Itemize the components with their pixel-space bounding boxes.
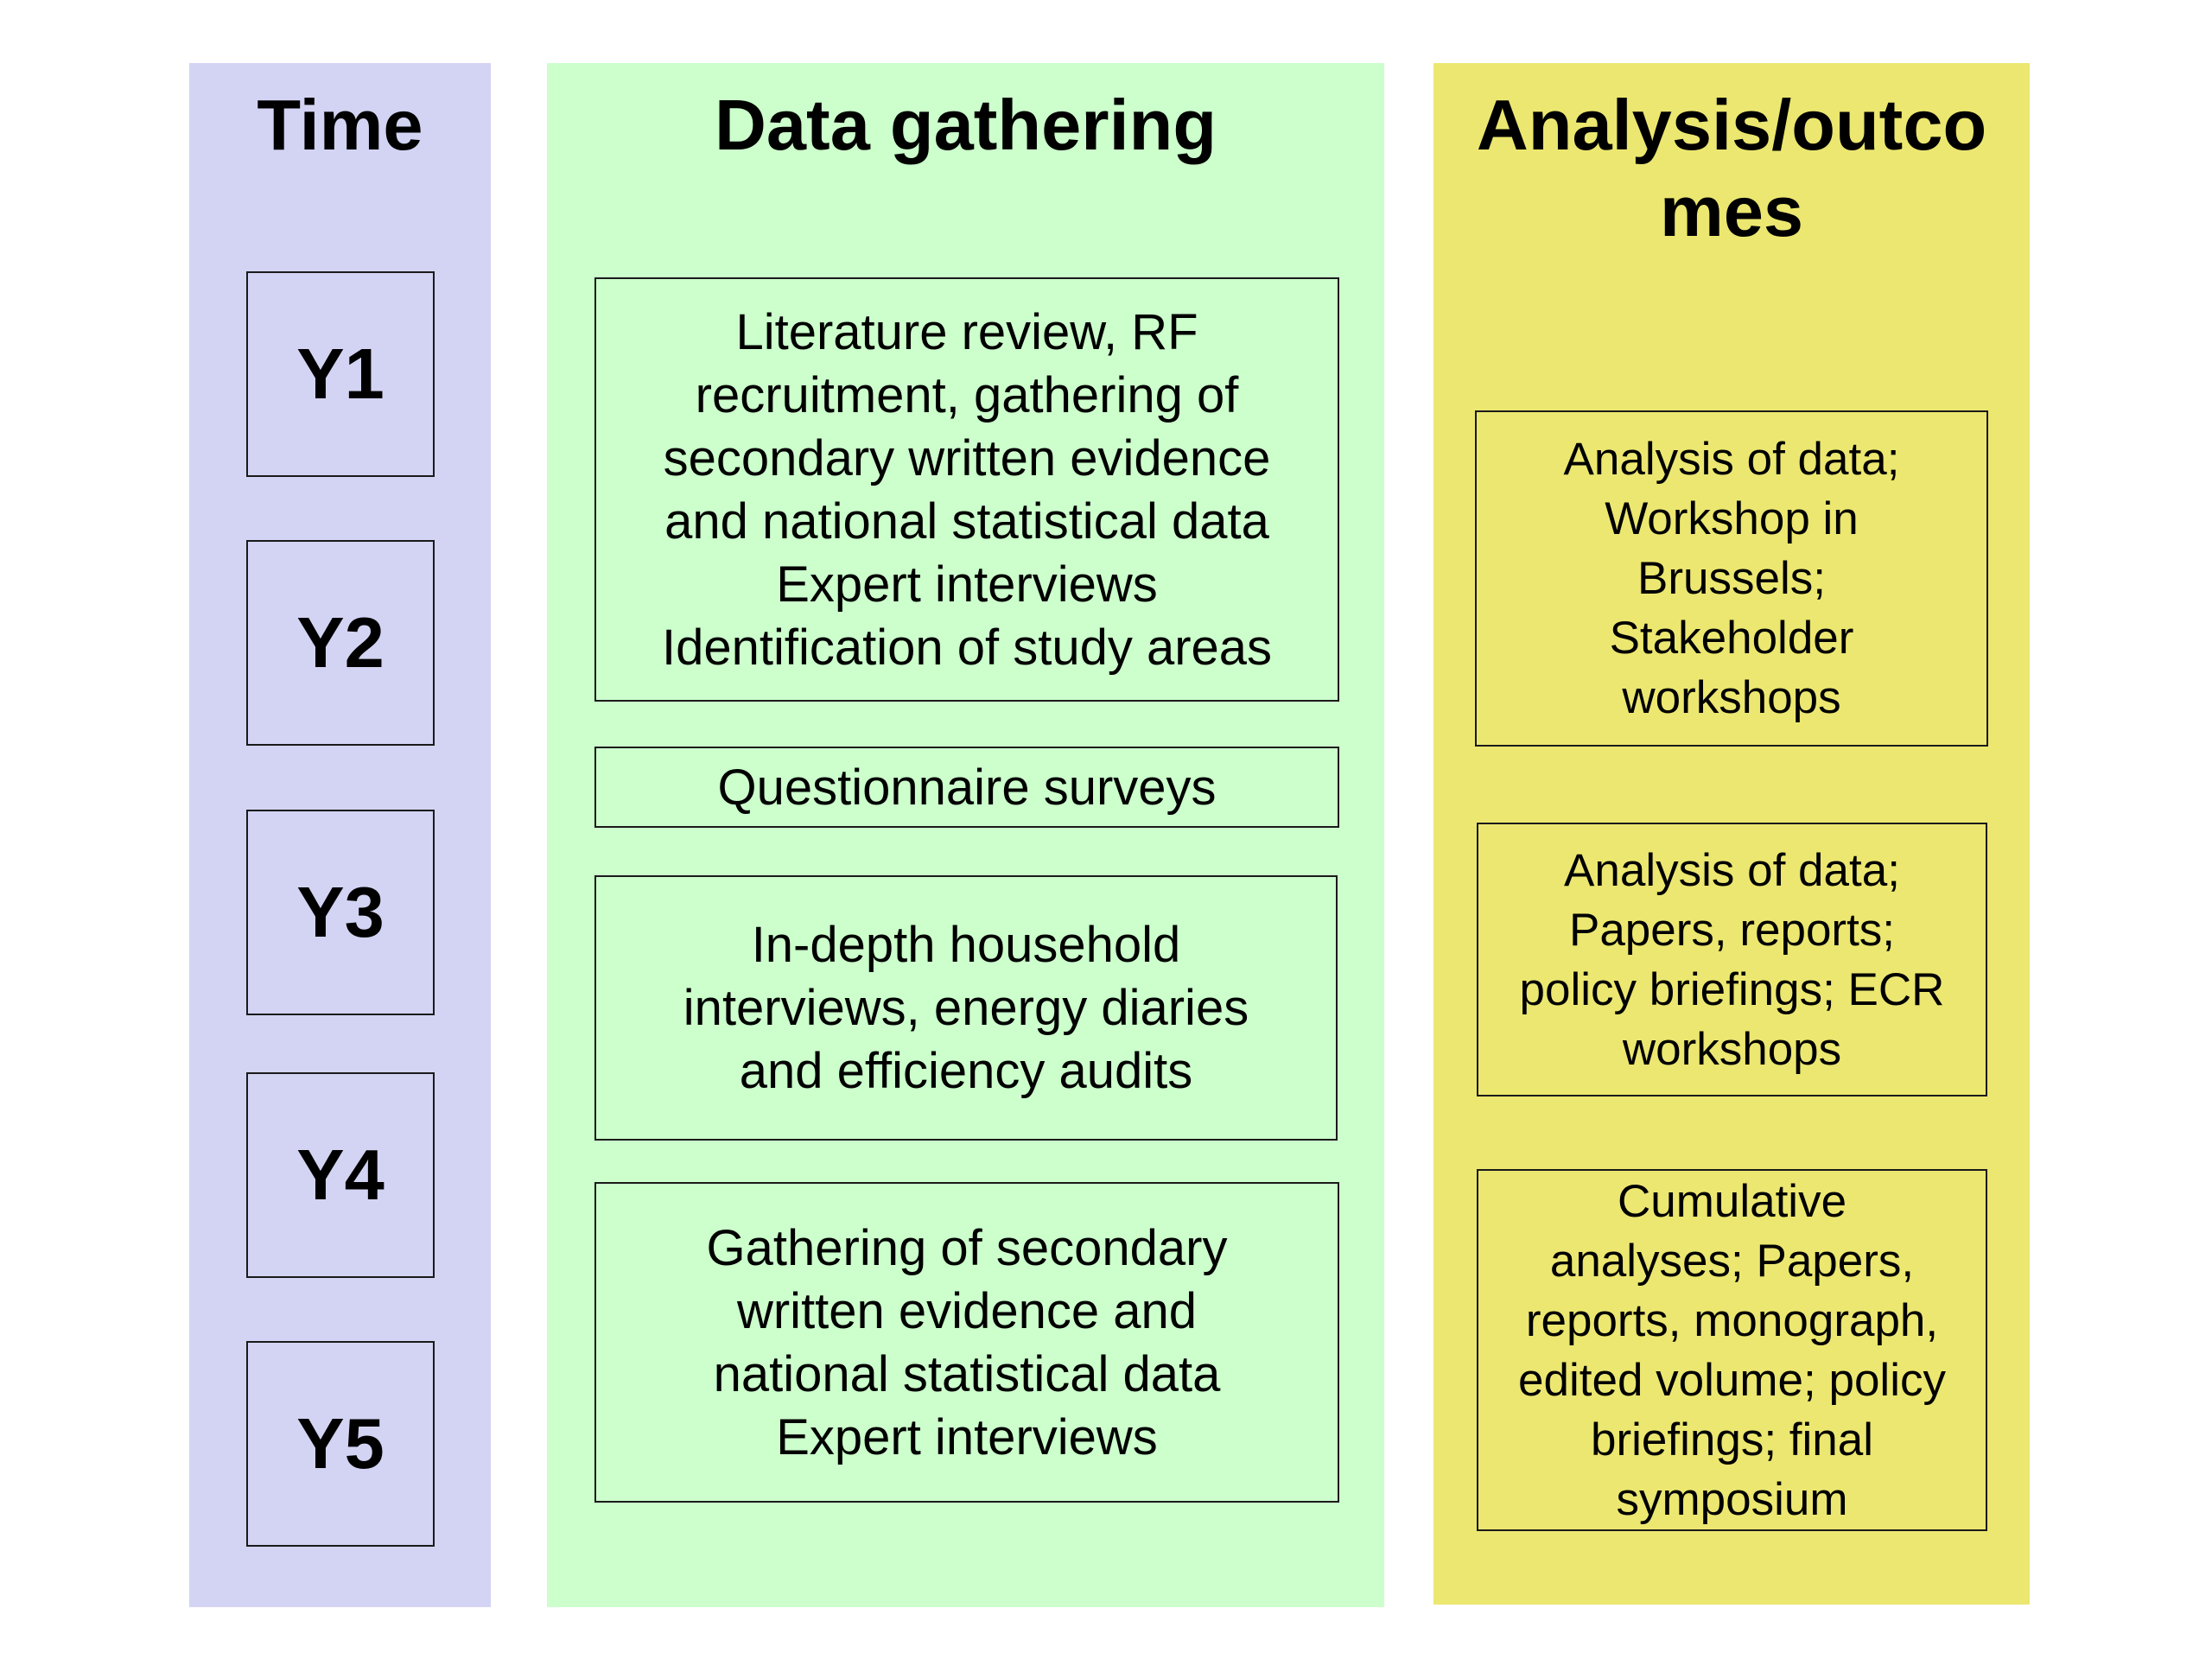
- data-gathering-column-title: Data gathering: [714, 85, 1217, 165]
- data-box-questionnaire-surveys: Questionnaire surveys: [594, 747, 1339, 828]
- data-box-secondary-evidence: Gathering of secondary written evidence …: [594, 1182, 1339, 1503]
- analysis-column: Analysis/outcomes Analysis of data; Work…: [1433, 63, 2030, 1605]
- year-box-y2: Y2: [246, 540, 435, 746]
- year-box-y1: Y1: [246, 271, 435, 477]
- year-box-y3: Y3: [246, 810, 435, 1015]
- year-box-y5: Y5: [246, 1341, 435, 1547]
- analysis-box-cumulative: Cumulative analyses; Papers, reports, mo…: [1477, 1169, 1987, 1531]
- analysis-box-papers-reports: Analysis of data; Papers, reports; polic…: [1477, 823, 1987, 1096]
- data-box-literature-review: Literature review, RF recruitment, gathe…: [594, 277, 1339, 702]
- time-column: Time Y1 Y2 Y3 Y4 Y5: [189, 63, 491, 1607]
- data-gathering-column: Data gathering Literature review, RF rec…: [547, 63, 1384, 1607]
- time-column-title: Time: [257, 85, 423, 165]
- analysis-box-workshops: Analysis of data; Workshop in Brussels; …: [1475, 410, 1988, 747]
- year-box-y4: Y4: [246, 1072, 435, 1278]
- analysis-column-title: Analysis/outcomes: [1476, 85, 1987, 251]
- data-box-household-interviews: In-depth household interviews, energy di…: [594, 875, 1338, 1141]
